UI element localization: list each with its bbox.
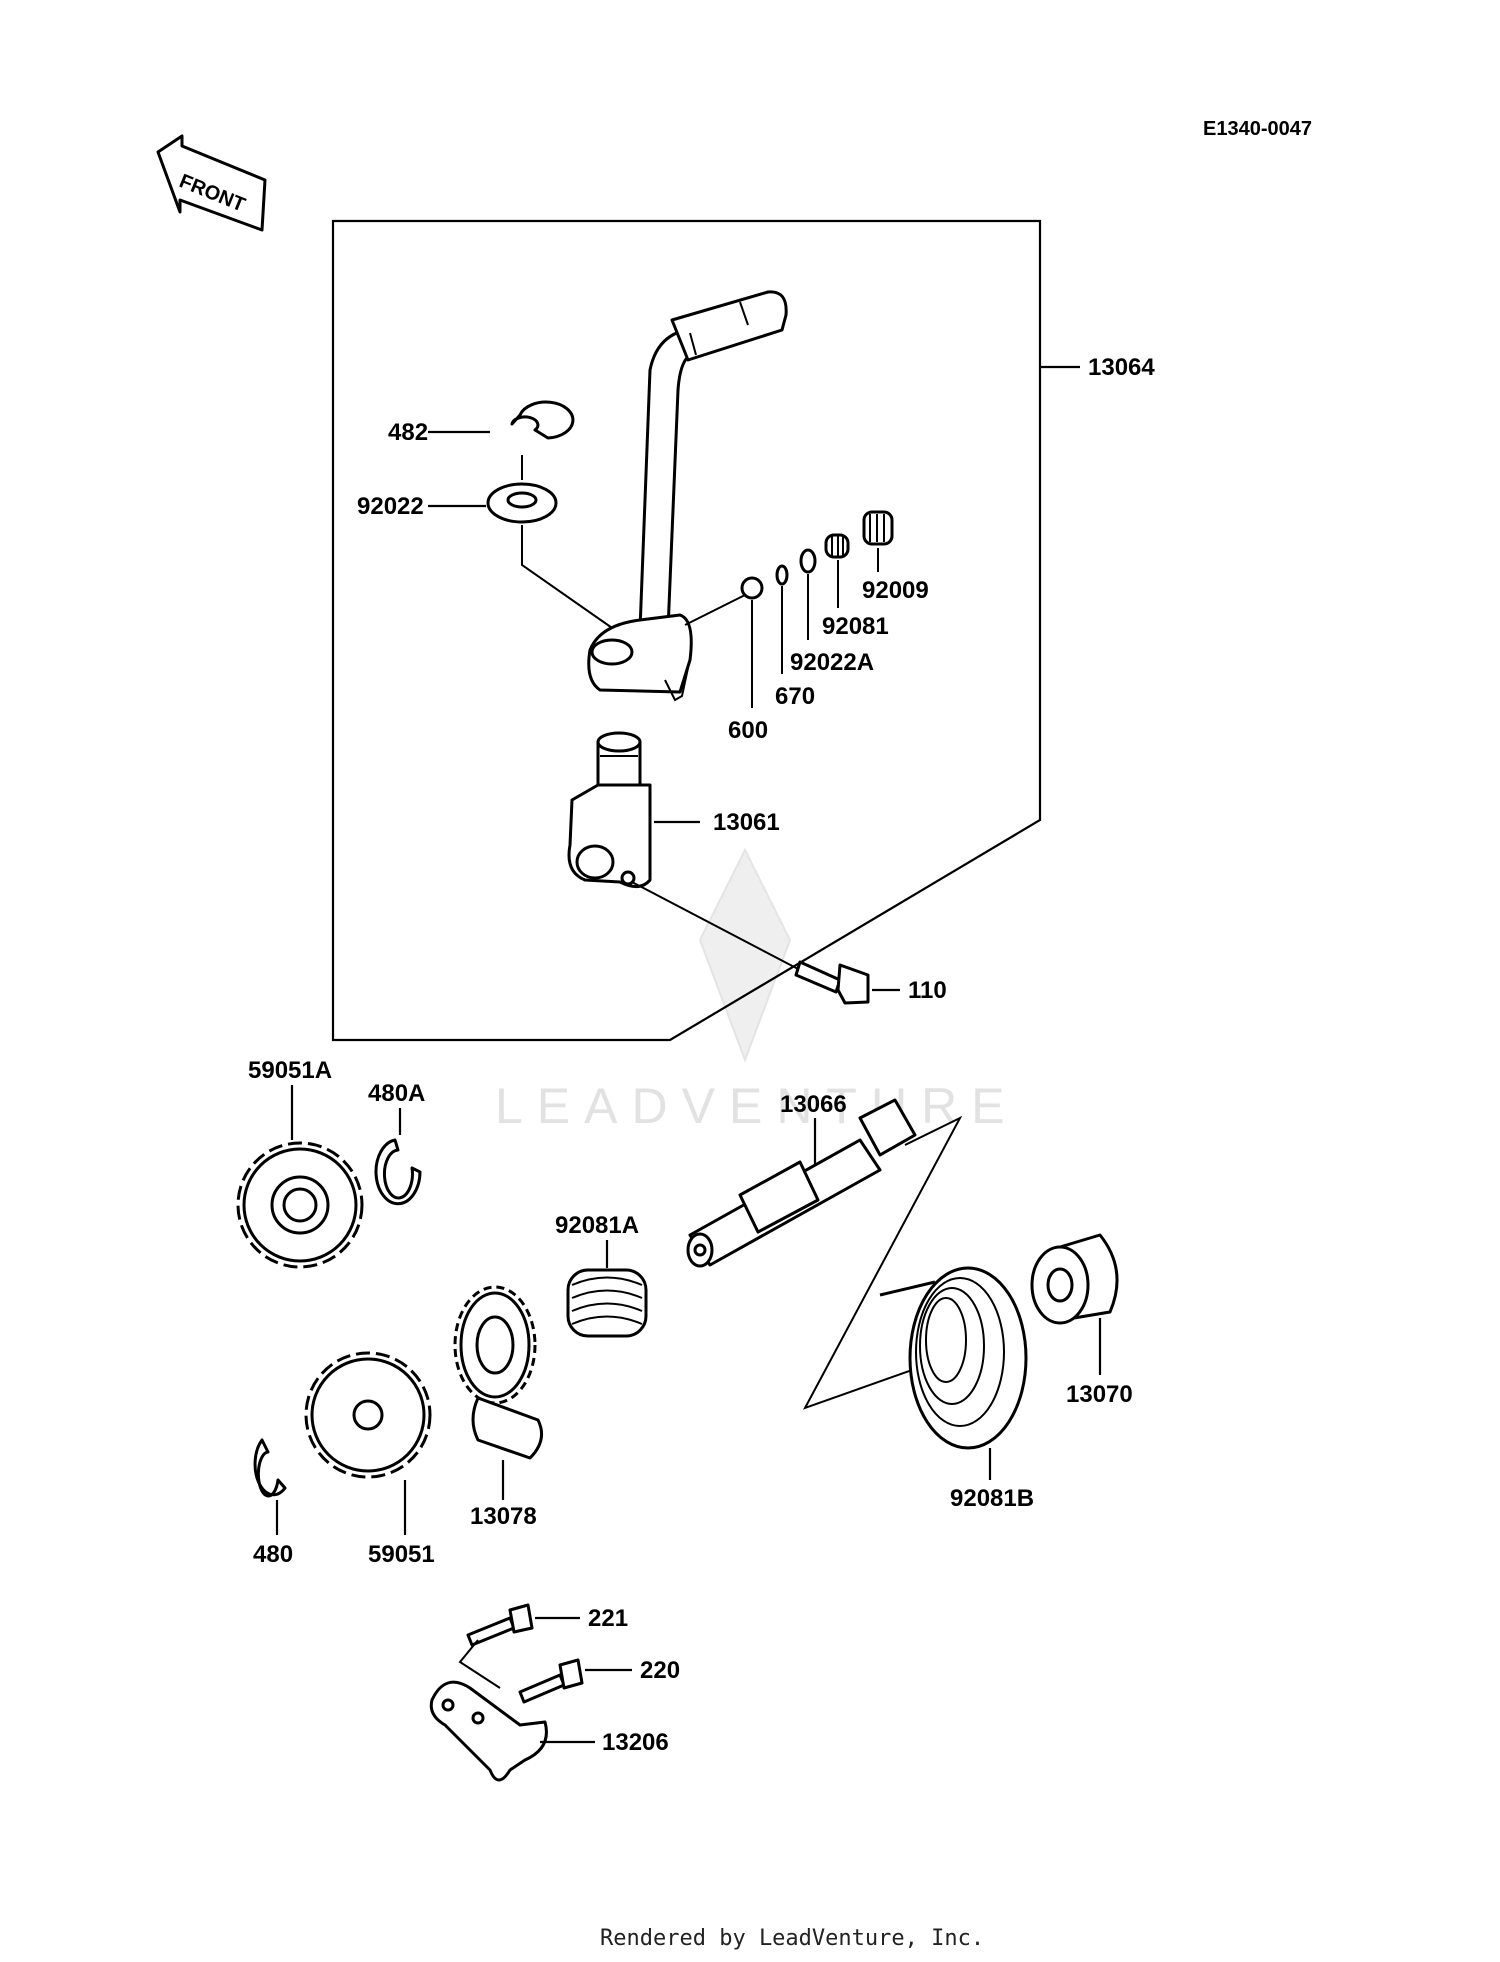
watermark-text: LEADVENTURE [495,1078,1019,1134]
label-480A: 480A [368,1080,425,1107]
label-92081: 92081 [822,613,889,640]
assembly-13064-outline [331,219,1042,1042]
label-13078: 13078 [470,1503,537,1530]
plate-13206-icon [429,1680,548,1782]
label-92009: 92009 [862,577,929,604]
label-670: 670 [775,683,815,710]
spring-92081-icon [824,533,850,559]
circlip-480-icon [253,1438,287,1498]
bolt-220-icon [518,1658,584,1704]
label-59051: 59051 [368,1541,435,1568]
plug-92009-icon [862,510,894,546]
kick-shaft-lever-13061-icon [567,731,652,888]
label-480: 480 [253,1541,293,1568]
kick-pedal-lever-icon [587,290,788,702]
label-13064: 13064 [1088,354,1155,381]
label-59051A: 59051A [248,1057,332,1084]
watermark-logo-icon [698,847,792,1063]
label-13070: 13070 [1066,1381,1133,1408]
circlip-480A-icon [374,1138,422,1206]
ring-670-icon [775,564,789,586]
footer-credit: Rendered by LeadVenture, Inc. [600,1926,984,1951]
washer-92022-icon [486,482,558,524]
spring-92081B-icon [879,1266,1028,1450]
label-221: 221 [588,1605,628,1632]
diagram-code: E1340-0047 [1203,118,1312,140]
label-92081B: 92081B [950,1485,1034,1512]
label-110: 110 [908,977,947,1004]
collar-13070-icon [1030,1233,1119,1325]
gear-59051-icon [304,1351,432,1479]
label-482: 482 [388,419,428,446]
gear-59051A-icon [236,1141,364,1269]
label-13061: 13061 [713,809,780,836]
front-arrow-icon: FRONT [156,134,267,232]
label-92022: 92022 [357,493,424,520]
circlip-482-icon [510,400,575,440]
label-13206: 13206 [602,1729,669,1756]
label-92081A: 92081A [555,1212,639,1239]
label-13066: 13066 [780,1091,847,1118]
kick-shaft-13066-icon [686,1098,917,1268]
label-600: 600 [728,717,768,744]
spring-92081A-icon [566,1268,648,1338]
label-220: 220 [640,1657,680,1684]
bolt-221-icon [466,1603,534,1647]
washer-92022A-icon [799,548,817,574]
bolt-110-icon [794,960,870,1005]
ratchet-13078-icon [453,1285,544,1460]
watermark: LEADVENTURE [495,847,1019,1134]
label-92022A: 92022A [790,649,874,676]
ball-600-icon [740,576,764,600]
